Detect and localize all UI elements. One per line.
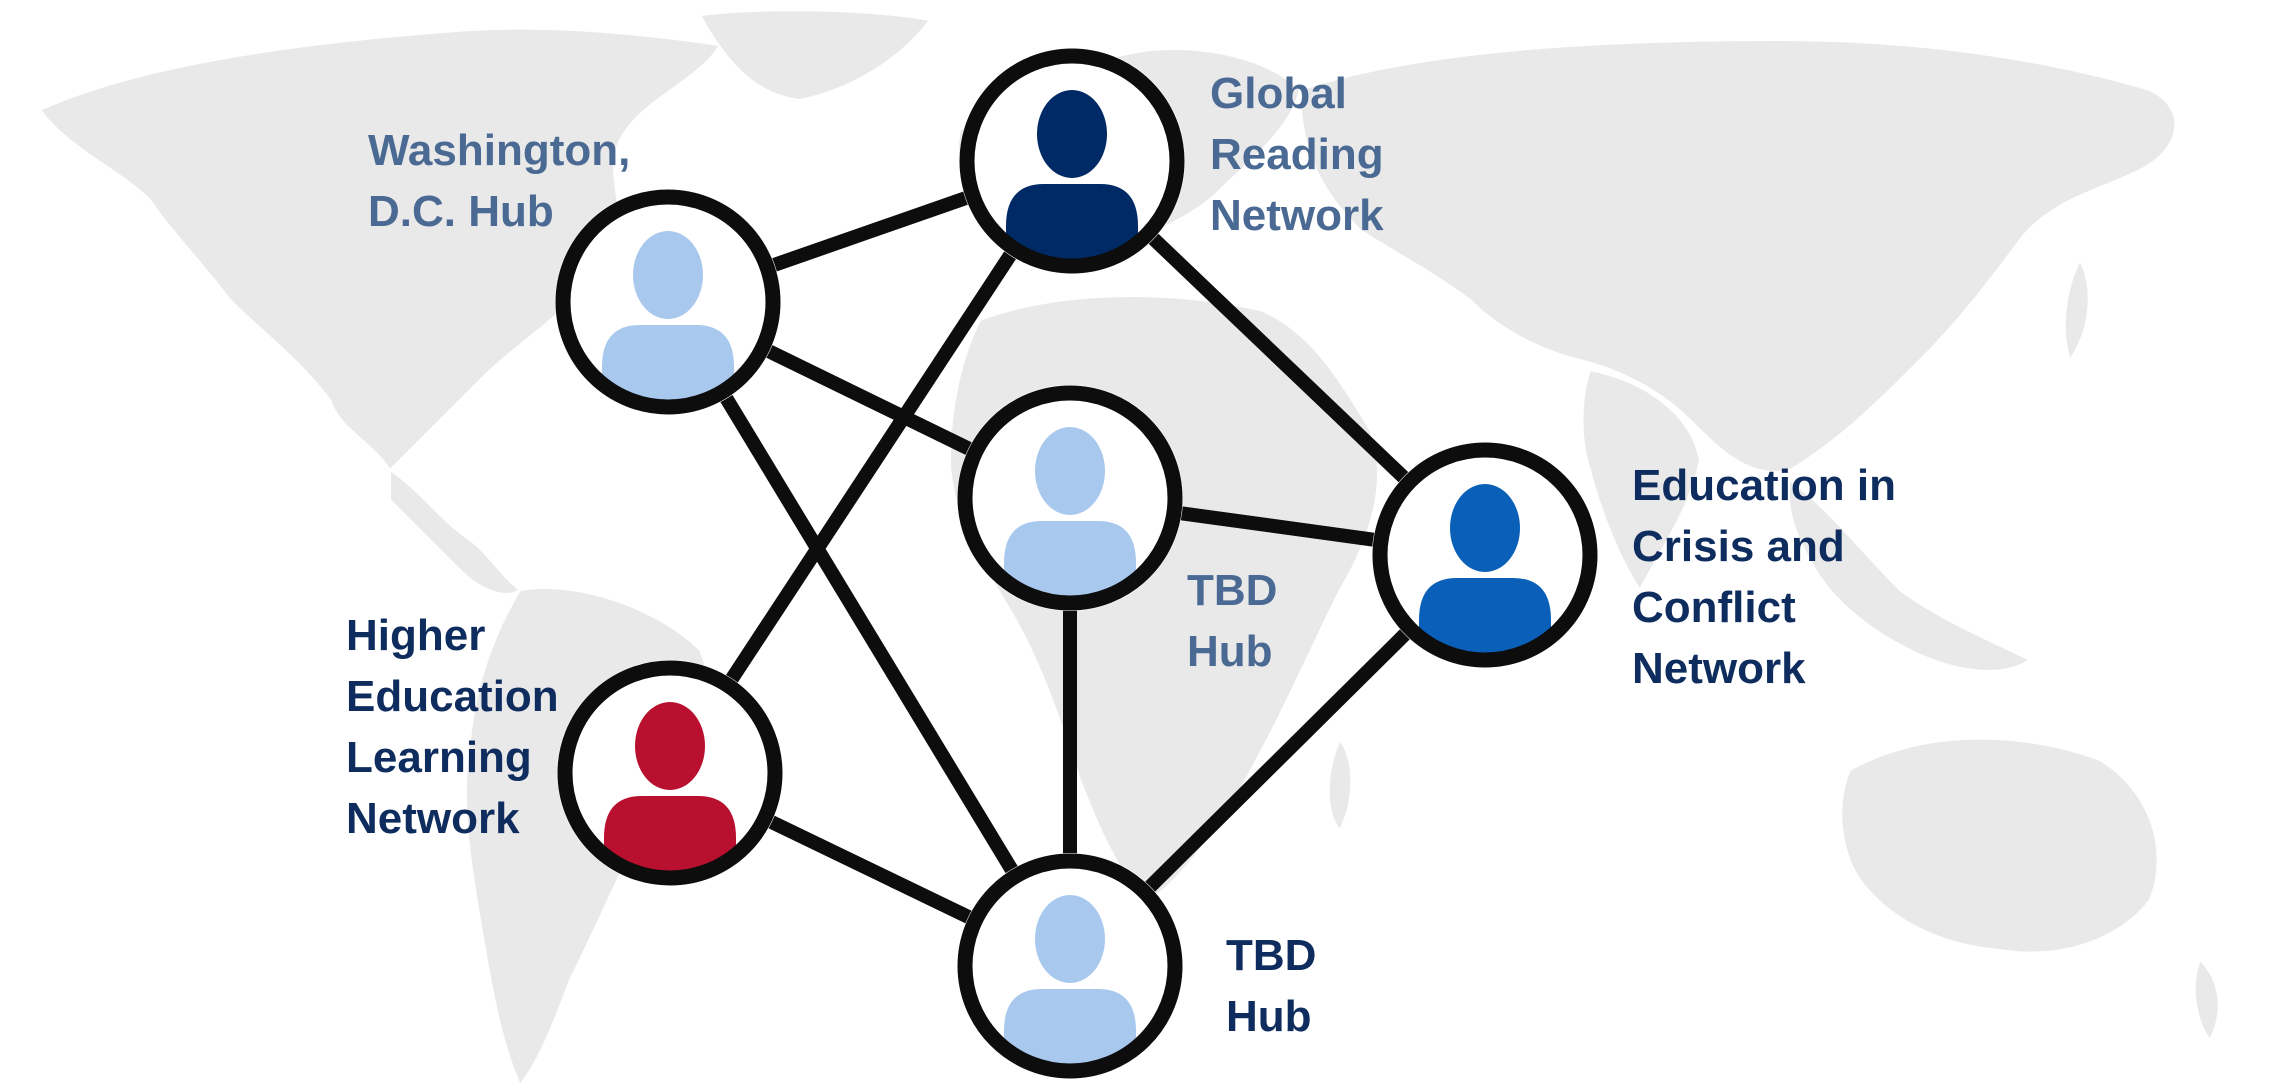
- map-australia: [1840, 737, 2159, 954]
- label-line: Global: [1210, 69, 1347, 118]
- map-madagascar: [1327, 738, 1353, 832]
- label-line: Conflict: [1632, 583, 1796, 632]
- node-higher: [557, 660, 783, 886]
- node-ring: [957, 853, 1183, 1079]
- node-tbd-center: [957, 385, 1183, 611]
- map-north-america: [38, 27, 722, 472]
- node-ring: [957, 385, 1183, 611]
- node-ring: [557, 660, 783, 886]
- map-southeast-asia: [1787, 478, 2032, 672]
- map-asia: [1298, 38, 2177, 473]
- map-greenland: [698, 9, 932, 102]
- label-line: Education in: [1632, 461, 1896, 510]
- label-line: Crisis and: [1632, 522, 1845, 571]
- label-line: Network: [1210, 191, 1384, 240]
- node-label-tbd-hub-bottom: TBD Hub: [1226, 925, 1316, 1047]
- label-line: TBD: [1187, 566, 1278, 615]
- node-label-global-reading-network: Global Reading Network: [1210, 63, 1384, 246]
- node-tbd-bottom: [957, 853, 1183, 1079]
- node-label-tbd-hub-center: TBD Hub: [1187, 560, 1277, 682]
- label-line: Higher: [346, 611, 486, 660]
- label-line: Network: [1632, 644, 1806, 693]
- label-line: Hub: [1187, 627, 1273, 676]
- label-line: D.C. Hub: [368, 187, 554, 236]
- edge-washington-to-tbd-bottom: [662, 298, 1076, 970]
- node-global: [959, 48, 1185, 274]
- node-ring: [959, 48, 1185, 274]
- node-label-education-in-crisis-network: Education in Crisis and Conflict Network: [1632, 455, 1896, 699]
- label-line: Washington,: [368, 126, 631, 175]
- node-ring: [1372, 442, 1598, 668]
- node-label-washington-dc-hub: Washington, D.C. Hub: [368, 120, 630, 242]
- map-new-zealand: [2193, 958, 2220, 1042]
- node-label-higher-education-learning-network: Higher Education Learning Network: [346, 605, 559, 849]
- edge-global-to-higher: [664, 157, 1078, 777]
- label-line: Learning: [346, 733, 532, 782]
- node-washington: [555, 189, 781, 415]
- label-line: Hub: [1226, 992, 1312, 1041]
- map-india: [1581, 368, 1702, 592]
- label-line: Reading: [1210, 130, 1384, 179]
- node-eicc: [1372, 442, 1598, 668]
- map-japan: [2063, 257, 2090, 363]
- label-line: TBD: [1226, 931, 1317, 980]
- label-line: Network: [346, 794, 520, 843]
- node-ring: [555, 189, 781, 415]
- label-line: Education: [346, 672, 559, 721]
